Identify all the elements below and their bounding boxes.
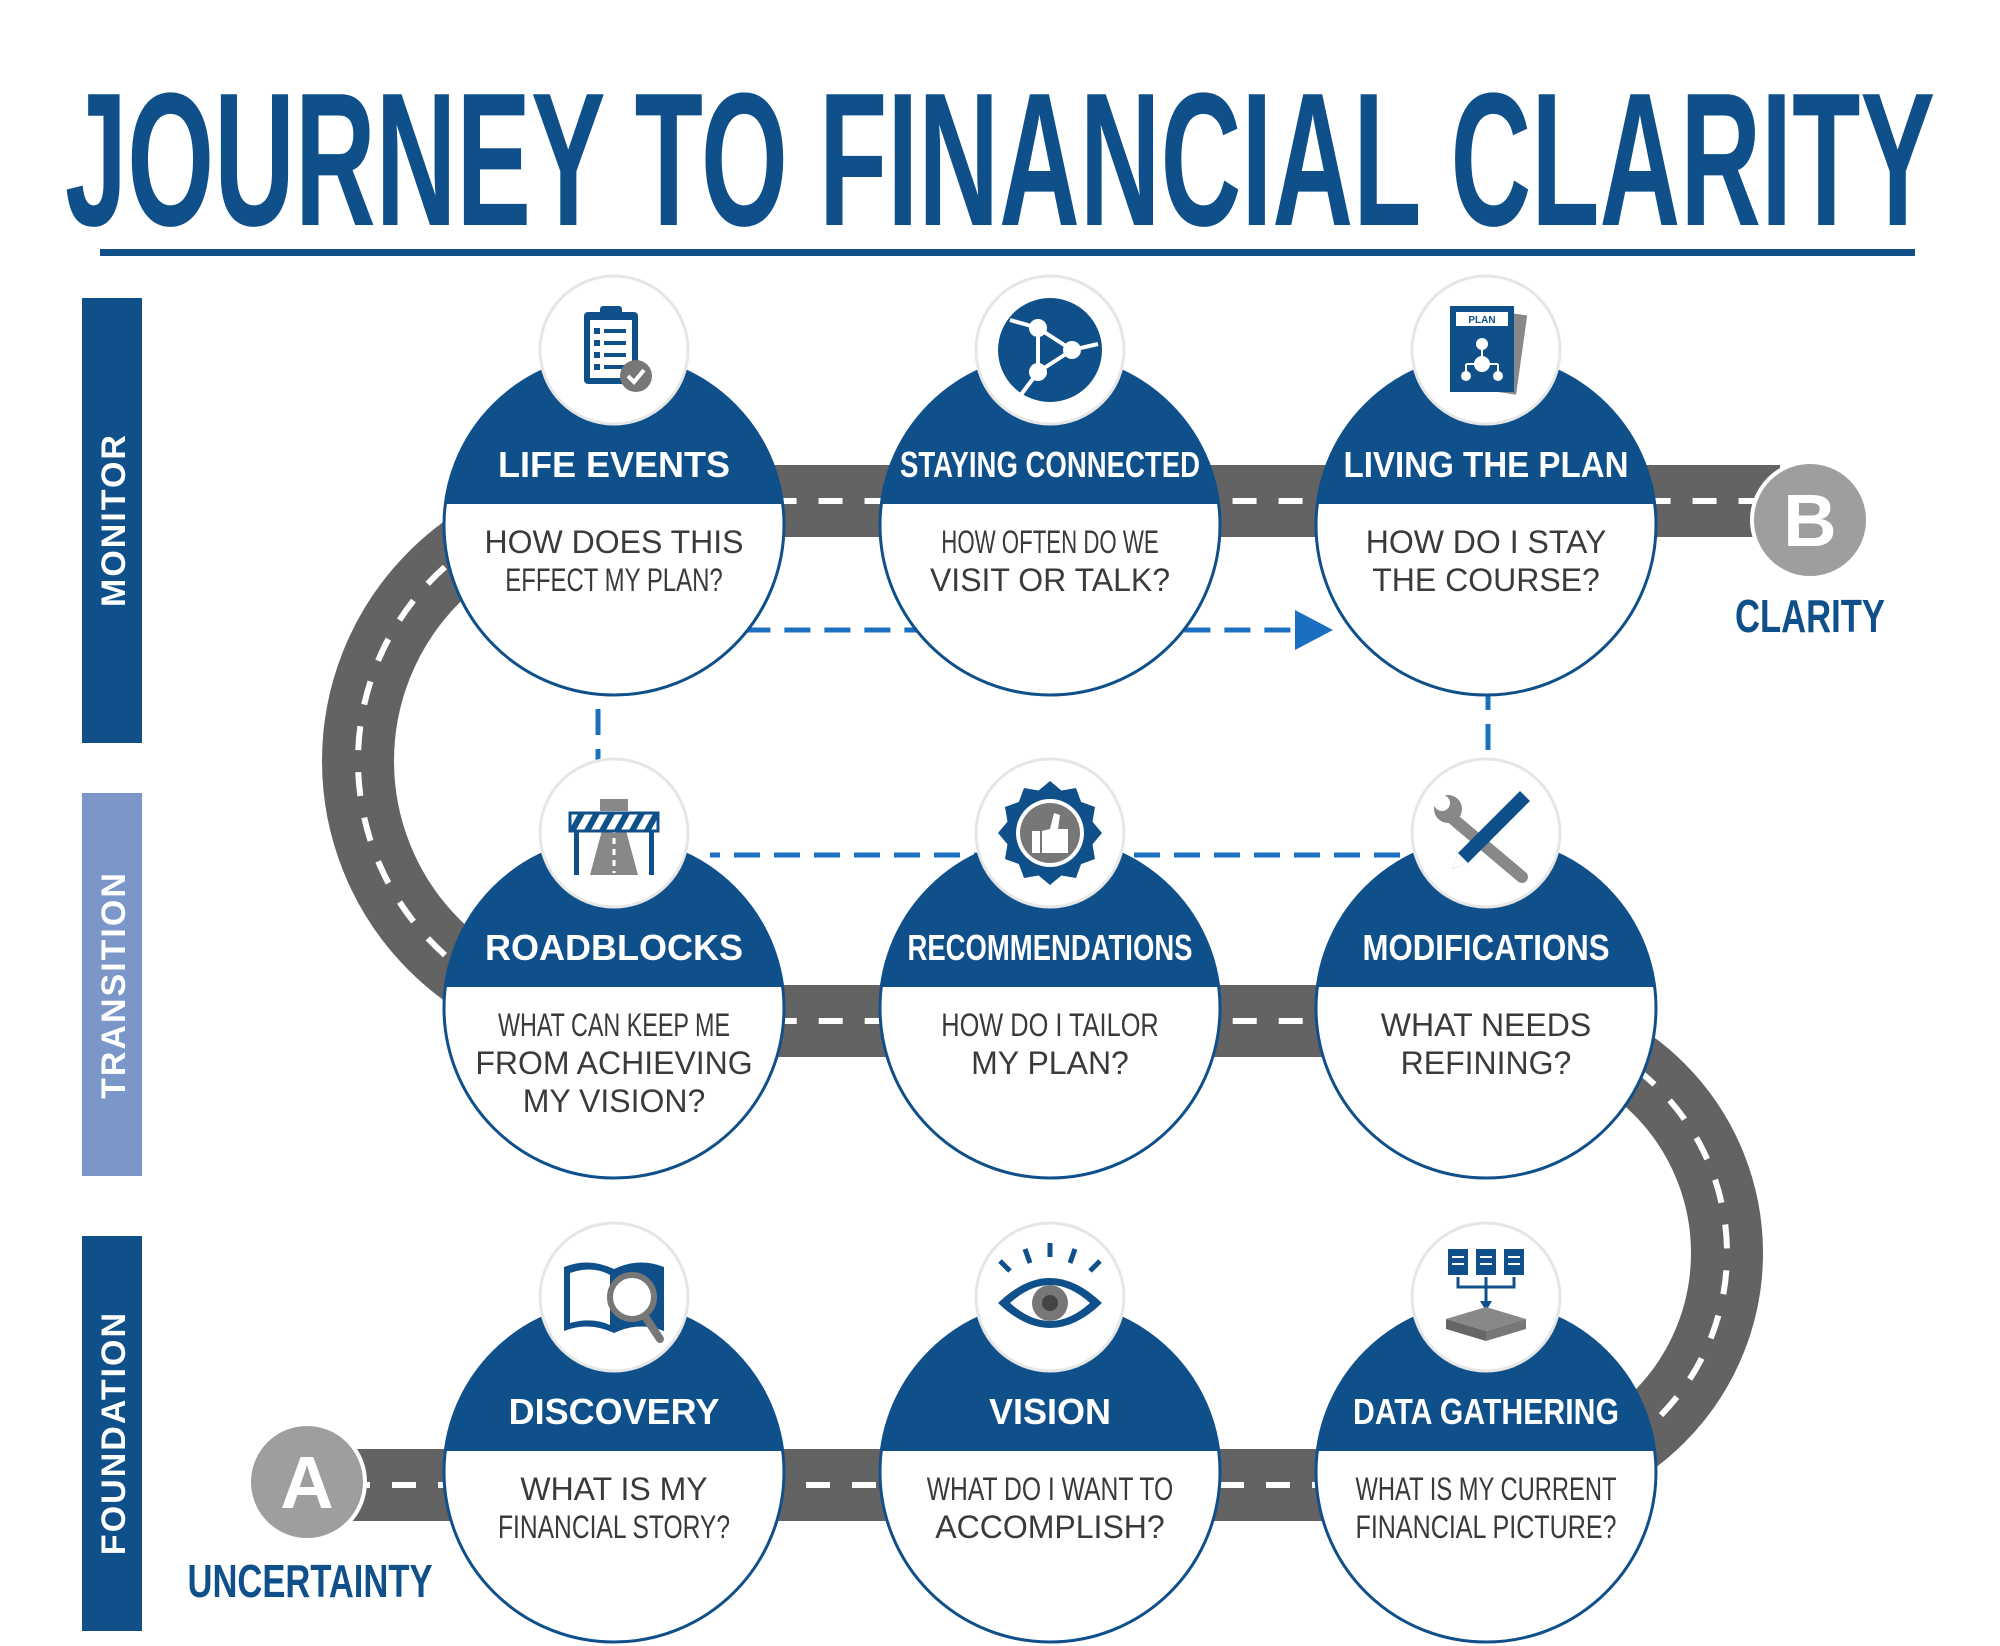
step-title: MODIFICATIONS xyxy=(1363,927,1610,968)
checklist-icon xyxy=(584,306,652,392)
end-letter: B xyxy=(1783,479,1836,562)
step-question-line: HOW DO I TAILOR xyxy=(941,1007,1159,1043)
step-title: DISCOVERY xyxy=(509,1391,720,1432)
plan-document-icon: PLAN xyxy=(1450,306,1528,395)
step-question-line: WHAT IS MY CURRENT xyxy=(1356,1471,1617,1507)
step-title: STAYING CONNECTED xyxy=(900,444,1200,485)
wrench-pencil-icon xyxy=(1434,791,1530,883)
page-title: JOURNEY TO FINANCIAL CLARITY xyxy=(65,54,1935,266)
step-question-line: VISIT OR TALK? xyxy=(930,562,1170,598)
step-question-line: THE COURSE? xyxy=(1372,562,1600,598)
step-data-gathering: DATA GATHERING WHAT IS MY CURRENTFINANCIA… xyxy=(1314,1221,1658,1644)
start-point: A xyxy=(247,1422,367,1542)
plan-icon-text: PLAN xyxy=(1468,315,1495,326)
book-magnifier-icon xyxy=(564,1262,664,1343)
phase-label-monitor: MONITOR xyxy=(95,433,133,607)
step-title: RECOMMENDATIONS xyxy=(908,927,1193,968)
start-label: UNCERTAINTY xyxy=(188,1555,433,1607)
step-question-line: FROM ACHIEVING xyxy=(475,1045,752,1081)
step-question-line: WHAT NEEDS xyxy=(1381,1007,1591,1043)
phase-label-foundation: FOUNDATION xyxy=(95,1311,133,1555)
step-title: ROADBLOCKS xyxy=(485,927,743,968)
end-point: B xyxy=(1750,460,1870,580)
step-question-line: MY VISION? xyxy=(523,1083,706,1119)
dashed-path-arrowhead xyxy=(1295,610,1333,650)
step-question-line: ACCOMPLISH? xyxy=(935,1509,1164,1545)
phase-bar-foundation: FOUNDATION xyxy=(82,1236,142,1631)
step-question-line: HOW DO I STAY xyxy=(1366,524,1607,560)
step-title: DATA GATHERING xyxy=(1353,1391,1619,1432)
thumbs-up-badge-icon xyxy=(998,781,1102,885)
phase-bar-transition: TRANSITION xyxy=(82,793,142,1176)
step-question-line: HOW OFTEN DO WE xyxy=(941,524,1159,560)
step-title: LIVING THE PLAN xyxy=(1344,444,1629,485)
phase-label-transition: TRANSITION xyxy=(95,871,133,1099)
step-question-line: WHAT DO I WANT TO xyxy=(927,1471,1174,1507)
eye-icon xyxy=(998,1243,1102,1328)
start-letter: A xyxy=(280,1441,333,1524)
data-gathering-icon xyxy=(1446,1249,1526,1341)
step-question-line: REFINING? xyxy=(1401,1045,1572,1081)
step-question-line: HOW DOES THIS xyxy=(485,524,744,560)
step-question-line: FINANCIAL STORY? xyxy=(498,1509,730,1545)
roadblock-icon xyxy=(568,799,660,875)
step-question-line: MY PLAN? xyxy=(971,1045,1129,1081)
step-title: VISION xyxy=(989,1391,1111,1432)
title-underline xyxy=(100,249,1915,256)
end-label: CLARITY xyxy=(1735,590,1885,642)
step-question-line: FINANCIAL PICTURE? xyxy=(1356,1509,1617,1545)
step-question-line: WHAT CAN KEEP ME xyxy=(498,1007,730,1043)
step-question-line: WHAT IS MY xyxy=(520,1471,707,1507)
step-question-line: EFFECT MY PLAN? xyxy=(505,562,723,598)
phase-bar-monitor: MONITOR xyxy=(82,298,142,743)
network-icon xyxy=(998,298,1102,402)
step-title: LIFE EVENTS xyxy=(498,444,730,485)
